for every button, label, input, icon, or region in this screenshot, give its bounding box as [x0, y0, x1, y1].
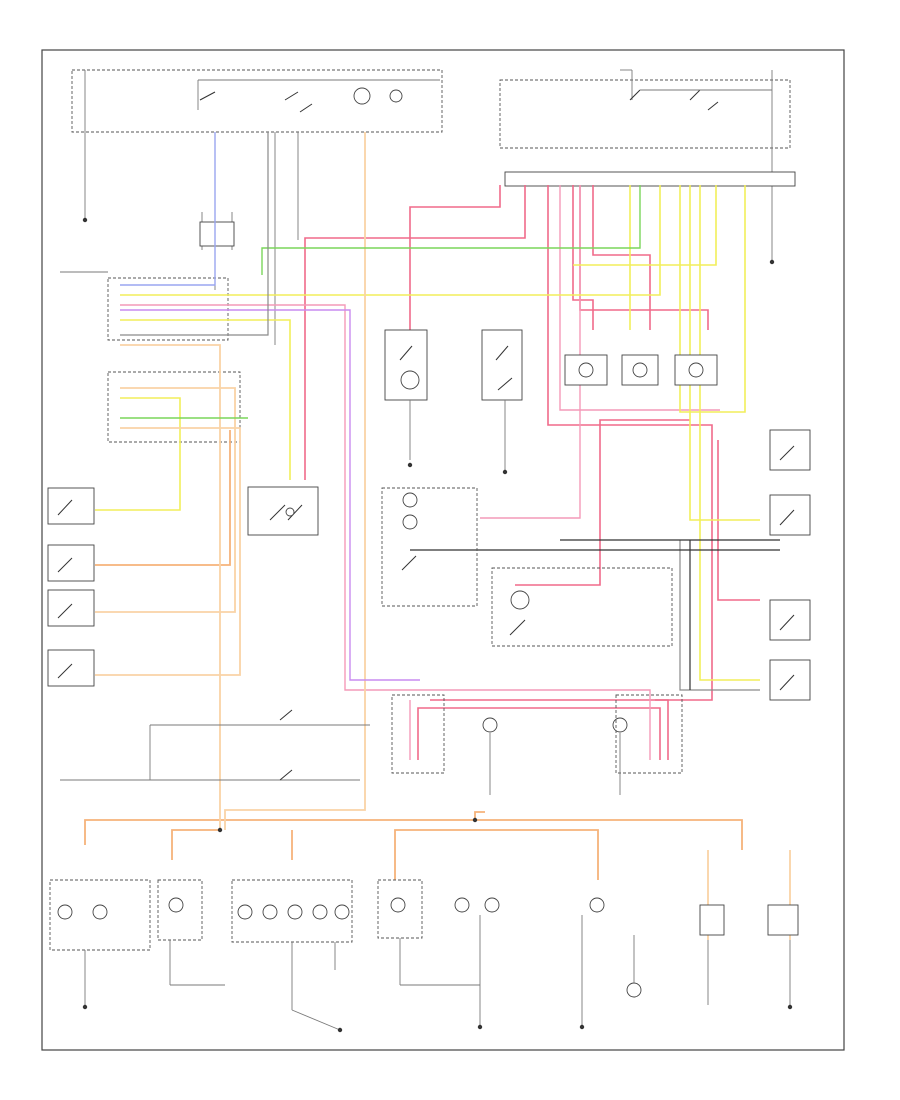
top-right-connector-block: [499, 69, 796, 265]
ground-points: [82, 817, 793, 1033]
middle-relays-lamps: [384, 329, 718, 475]
connector-pin-row: [504, 171, 796, 187]
bottom-lamp-row: [49, 879, 799, 998]
diagram-frame: [41, 49, 845, 1051]
door-switches-left: [47, 487, 95, 687]
right-door-switches: [769, 429, 811, 701]
center-relay: [247, 486, 319, 536]
wires: [84, 132, 791, 940]
lower-switches: [60, 694, 683, 795]
top-switch-section: [71, 69, 443, 345]
left-harness-connector: [60, 271, 241, 443]
center-lamp-assembly: [381, 487, 673, 647]
